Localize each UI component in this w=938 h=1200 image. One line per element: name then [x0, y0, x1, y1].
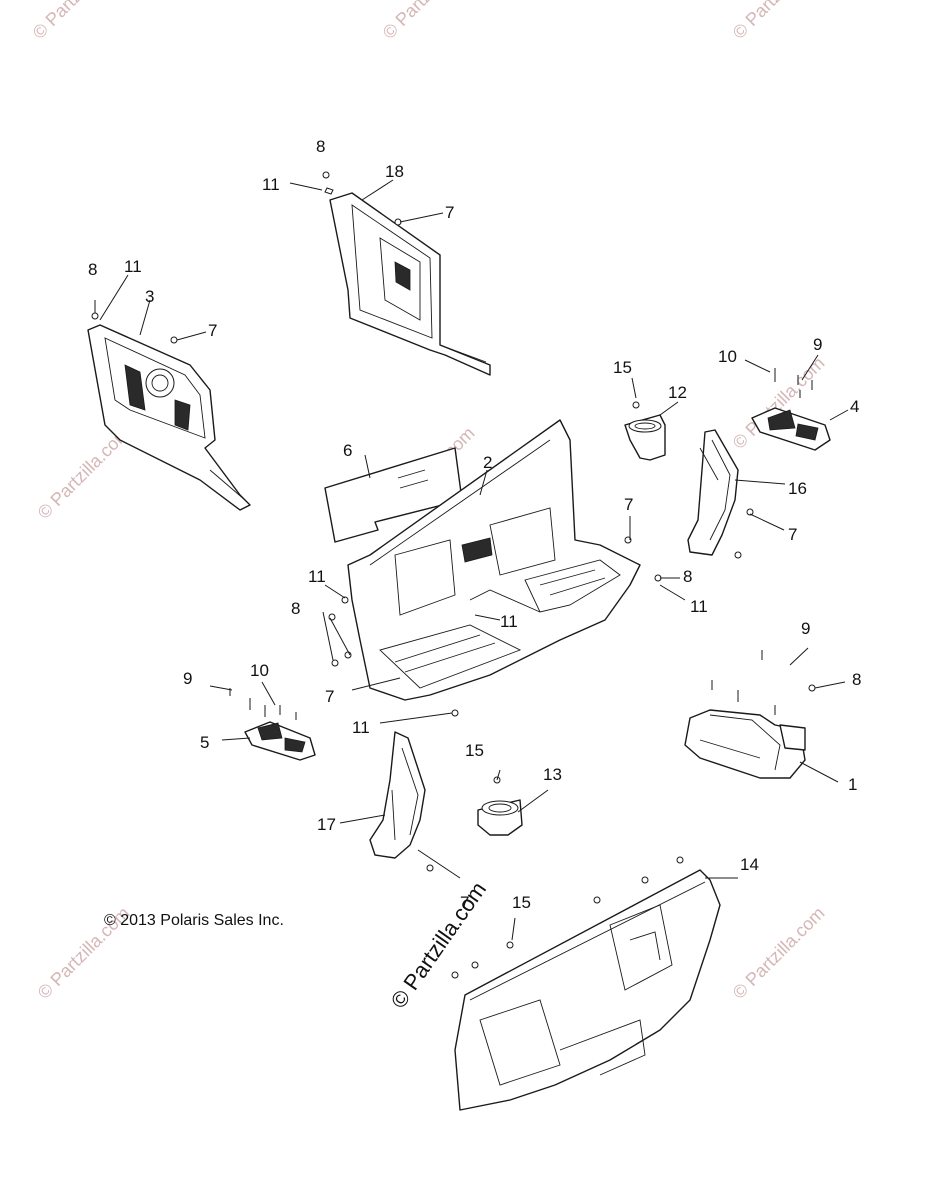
callout-11-d: 11 — [308, 567, 326, 586]
callout-8-c: 8 — [683, 567, 692, 586]
callout-11-f: 11 — [352, 718, 370, 737]
callout-5: 5 — [200, 733, 209, 752]
callout-10-a: 10 — [718, 347, 737, 366]
part-5-footrest — [244, 721, 316, 761]
callout-11-b: 11 — [124, 257, 142, 276]
callout-8-b: 8 — [88, 260, 97, 279]
callout-15-c: 15 — [512, 893, 531, 912]
callout-13: 13 — [543, 765, 562, 784]
part-6-panel — [324, 447, 463, 543]
callout-4: 4 — [850, 397, 859, 416]
callout-11-c: 11 — [690, 597, 708, 616]
callout-1: 1 — [848, 775, 857, 794]
watermark-top-right: © Partzilla.com — [729, 0, 829, 43]
watermark-low-right: © Partzilla.com — [729, 903, 829, 1003]
callout-labels: 8 11 18 7 8 11 3 7 6 2 10 9 15 12 4 16 7… — [88, 137, 861, 912]
callout-18: 18 — [385, 162, 404, 181]
leader-lines — [99, 179, 849, 941]
part-17-pillar-trim — [369, 731, 426, 859]
part-12-cup-holder — [624, 414, 666, 461]
callout-7-f: 7 — [460, 893, 469, 912]
part-1-rear-cover — [684, 709, 806, 779]
callout-9-c: 9 — [801, 619, 810, 638]
callout-16: 16 — [788, 479, 807, 498]
callout-14: 14 — [740, 855, 759, 874]
callout-2: 2 — [483, 453, 492, 472]
callout-8-a: 8 — [316, 137, 325, 156]
callout-8-e: 8 — [852, 670, 861, 689]
part-3-side-panel — [87, 324, 251, 511]
callout-15-a: 15 — [613, 358, 632, 377]
callout-7-e: 7 — [325, 687, 334, 706]
callout-12: 12 — [668, 383, 687, 402]
callout-3: 3 — [145, 287, 154, 306]
hardware-fasteners — [91, 171, 816, 979]
part-18-side-panel — [329, 192, 491, 376]
part-2-floor-assembly — [347, 419, 641, 701]
callout-11-a: 11 — [262, 175, 280, 194]
part-14-rear-bulkhead — [454, 869, 721, 1111]
part-16-pillar-trim — [687, 429, 739, 556]
callout-7-d: 7 — [624, 495, 633, 514]
callout-7-a: 7 — [445, 203, 454, 222]
part-4-footrest — [751, 407, 831, 451]
callout-7-c: 7 — [788, 525, 797, 544]
callout-11-e: 11 — [500, 612, 518, 631]
callout-17: 17 — [317, 815, 336, 834]
callout-9-b: 9 — [183, 669, 192, 688]
callout-10-b: 10 — [250, 661, 269, 680]
callout-9-a: 9 — [813, 335, 822, 354]
watermark-top-left: © Partzilla.com — [29, 0, 129, 43]
callout-8-d: 8 — [291, 599, 300, 618]
copyright-notice: © 2013 Polaris Sales Inc. — [104, 912, 284, 929]
callout-7-b: 7 — [208, 321, 217, 340]
watermark-top-center: © Partzilla.com — [379, 0, 479, 43]
callout-6: 6 — [343, 441, 352, 460]
part-13-cup-holder — [477, 799, 523, 836]
callout-15-b: 15 — [465, 741, 484, 760]
